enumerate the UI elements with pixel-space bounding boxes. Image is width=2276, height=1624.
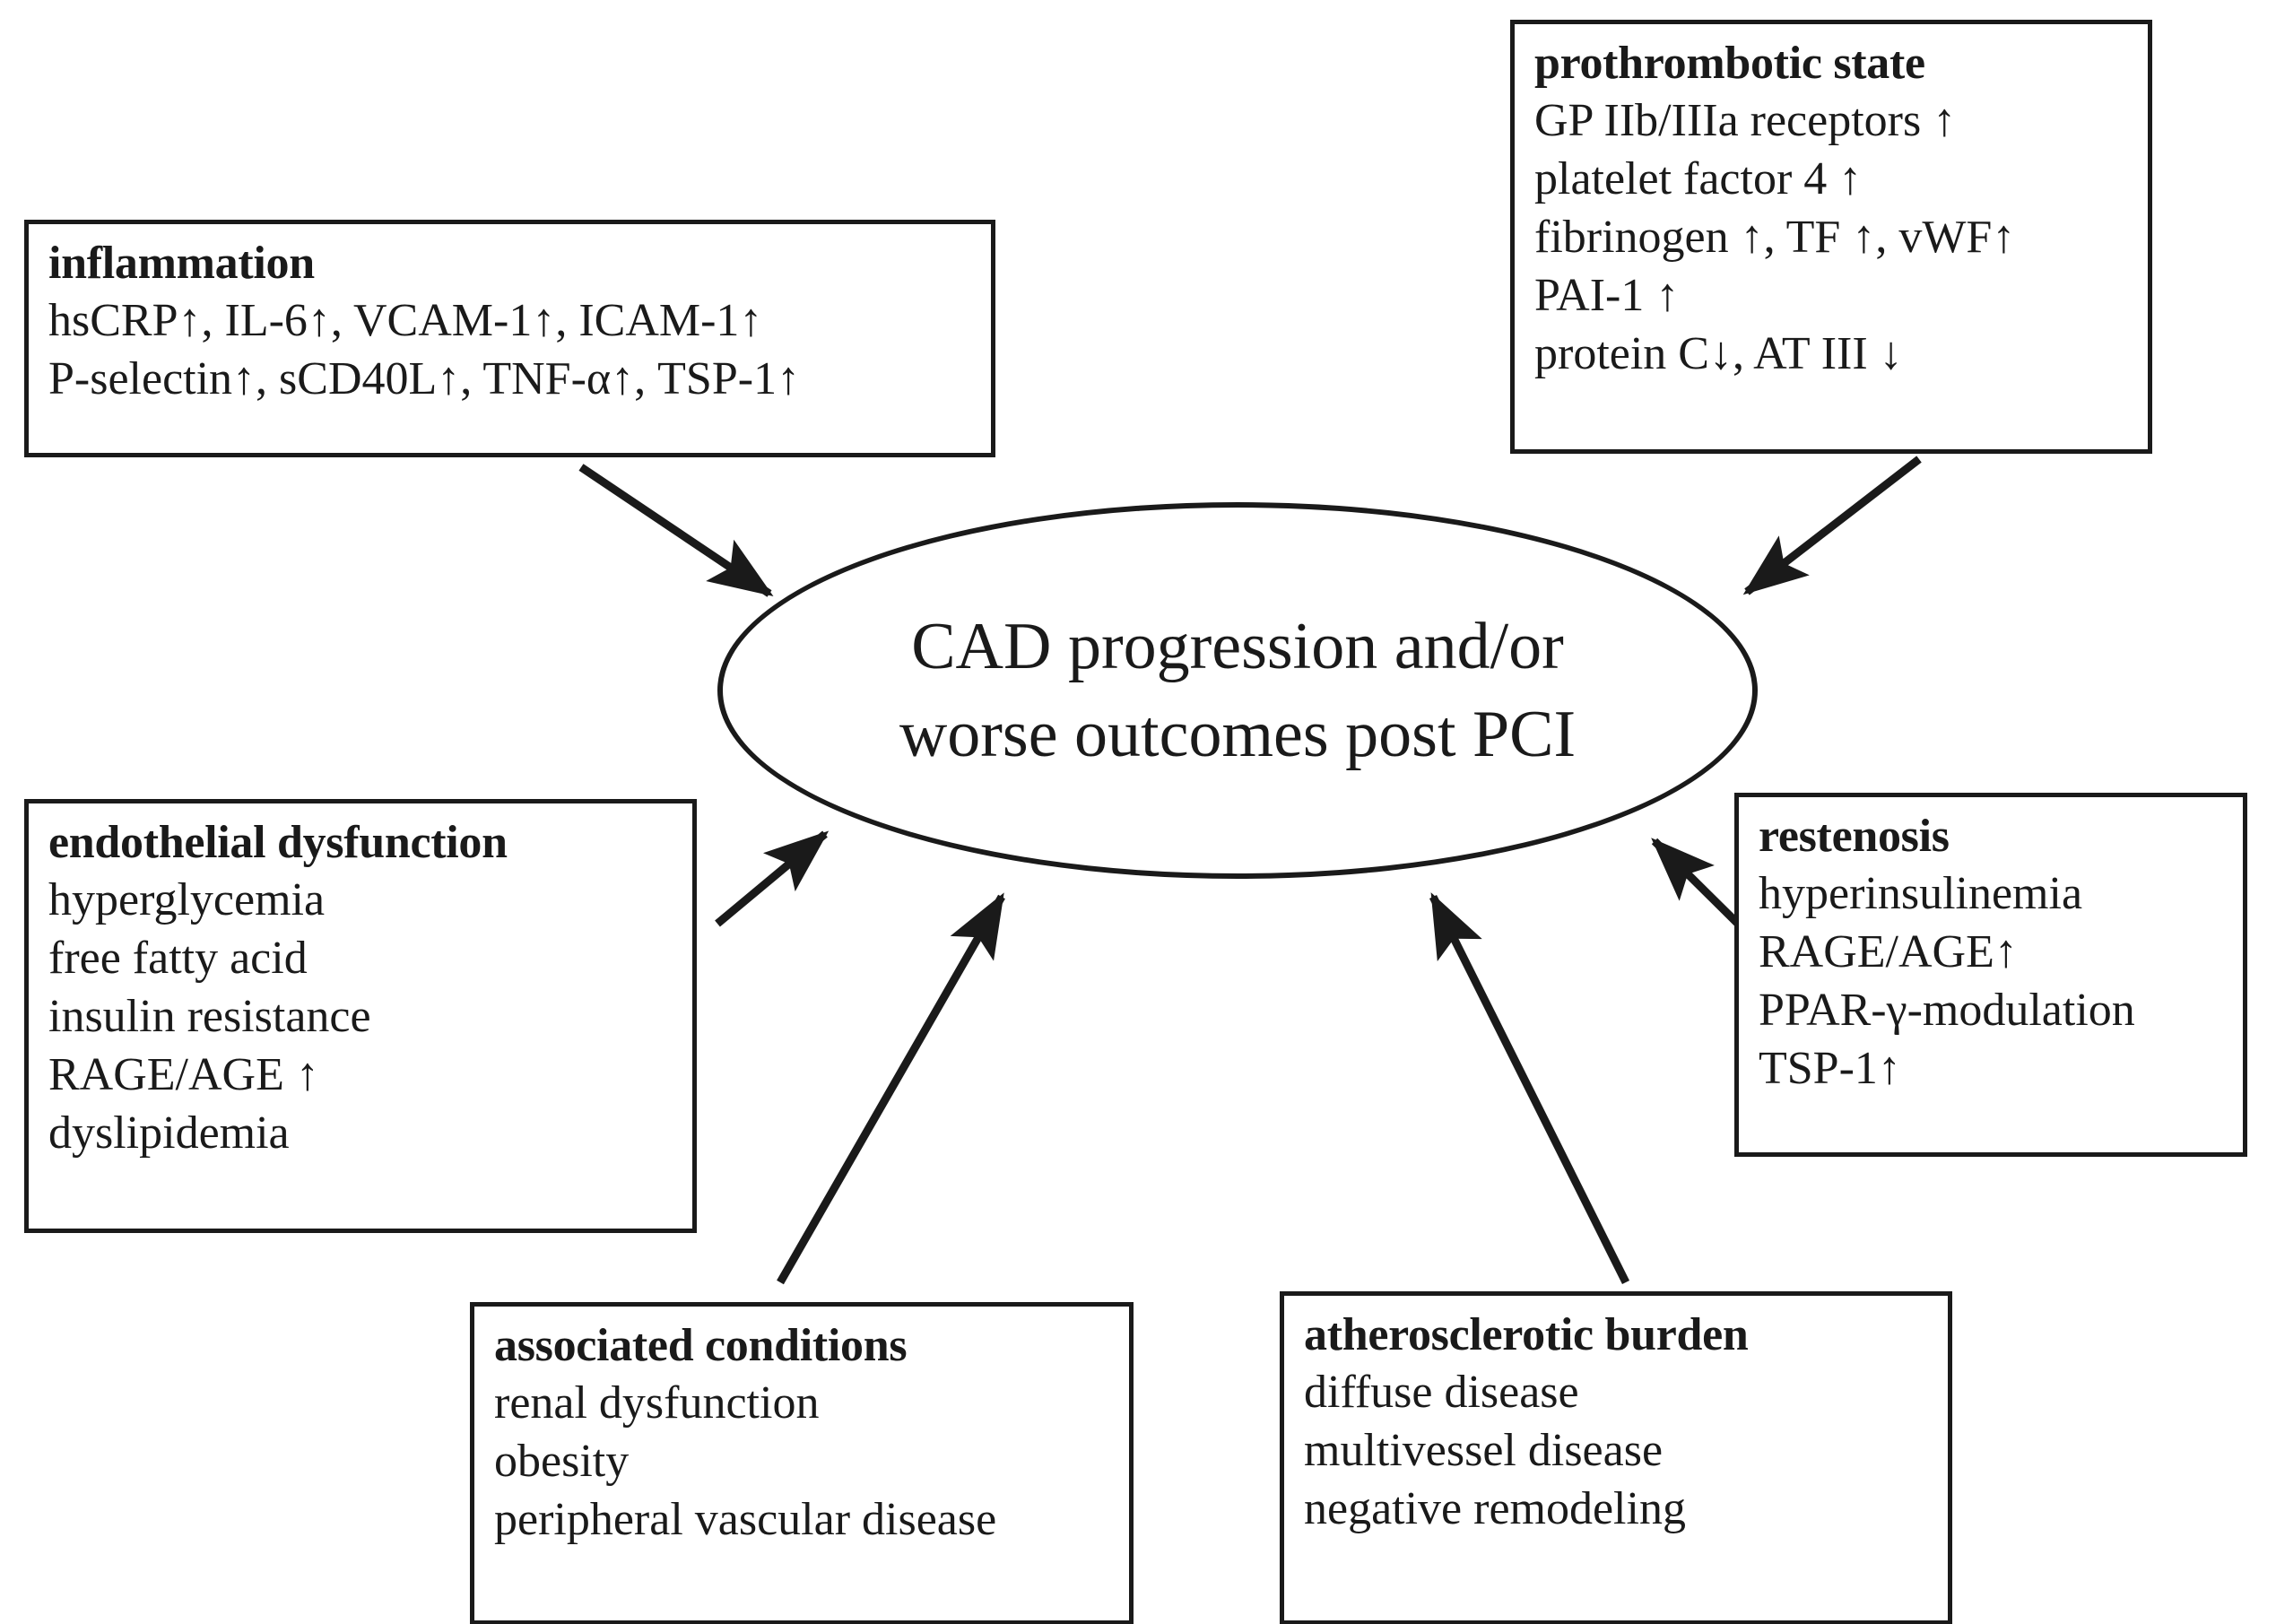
- box-atherosclerotic-line-2: multivessel disease: [1304, 1424, 1664, 1476]
- box-prothrombotic-line-2: platelet factor 4 ↑: [1534, 152, 1863, 204]
- box-endothelial-title: endothelial dysfunction: [48, 817, 508, 868]
- box-prothrombotic-line-4: PAI-1 ↑: [1534, 269, 1680, 321]
- box-atherosclerotic-burden: atherosclerotic burden diffuse disease m…: [1280, 1291, 1952, 1624]
- box-prothrombotic-line-3: fibrinogen ↑, TF ↑, vWF↑: [1534, 211, 2016, 263]
- box-prothrombotic-line-1: GP IIb/IIIa receptors ↑: [1534, 94, 1957, 146]
- box-associated-line-3: peripheral vascular disease: [494, 1493, 997, 1545]
- box-inflammation-line-1: hsCRP↑, IL-6↑, VCAM-1↑, ICAM-1↑: [48, 294, 763, 346]
- box-associated-conditions: associated conditions renal dysfunction …: [470, 1302, 1134, 1624]
- box-inflammation-line-2: P-selectin↑, sCD40L↑, TNF-α↑, TSP-1↑: [48, 352, 801, 404]
- arrow-prothrombotic-to-center: [1742, 456, 1922, 595]
- box-prothrombotic-title: prothrombotic state: [1534, 38, 1925, 89]
- ellipse-outline: [717, 502, 1758, 879]
- cad-outcome-ellipse: CAD progression and/or worse outcomes po…: [717, 502, 1758, 879]
- box-restenosis: restenosis hyperinsulinemia RAGE/AGE↑ PP…: [1734, 793, 2247, 1157]
- box-atherosclerotic-line-1: diffuse disease: [1304, 1366, 1579, 1418]
- box-endothelial-dysfunction: endothelial dysfunction hyperglycemia fr…: [24, 799, 697, 1233]
- box-restenosis-line-1: hyperinsulinemia: [1759, 867, 2083, 919]
- box-restenosis-line-4: TSP-1↑: [1759, 1042, 1901, 1094]
- box-associated-line-1: renal dysfunction: [494, 1376, 820, 1429]
- box-prothrombotic-state: prothrombotic state GP IIb/IIIa receptor…: [1510, 20, 2152, 454]
- box-atherosclerotic-title: atherosclerotic burden: [1304, 1309, 1749, 1360]
- box-restenosis-line-3: PPAR-γ-modulation: [1759, 984, 2135, 1036]
- box-associated-title: associated conditions: [494, 1320, 908, 1371]
- box-atherosclerotic-line-3: negative remodeling: [1304, 1482, 1686, 1534]
- box-endothelial-line-5: dyslipidemia: [48, 1107, 290, 1159]
- box-associated-line-2: obesity: [494, 1435, 630, 1487]
- box-endothelial-line-2: free fatty acid: [48, 932, 308, 984]
- box-endothelial-line-1: hyperglycemia: [48, 873, 326, 925]
- arrow-atherosclerotic-to-center: [1429, 892, 1630, 1285]
- box-endothelial-line-4: RAGE/AGE ↑: [48, 1048, 319, 1100]
- box-inflammation-title: inflammation: [48, 238, 315, 289]
- box-prothrombotic-line-5: protein C↓, AT III ↓: [1534, 327, 1903, 379]
- ellipse-text: CAD progression and/or worse outcomes po…: [717, 502, 1758, 879]
- ellipse-line-1: CAD progression and/or: [911, 609, 1564, 683]
- box-inflammation: inflammation hsCRP↑, IL-6↑, VCAM-1↑, ICA…: [24, 220, 995, 457]
- arrow-associated-to-center: [777, 892, 1005, 1285]
- ellipse-line-2: worse outcomes post PCI: [899, 698, 1577, 771]
- box-restenosis-title: restenosis: [1759, 811, 1950, 862]
- box-restenosis-line-2: RAGE/AGE↑: [1759, 925, 2018, 977]
- box-endothelial-line-3: insulin resistance: [48, 990, 371, 1042]
